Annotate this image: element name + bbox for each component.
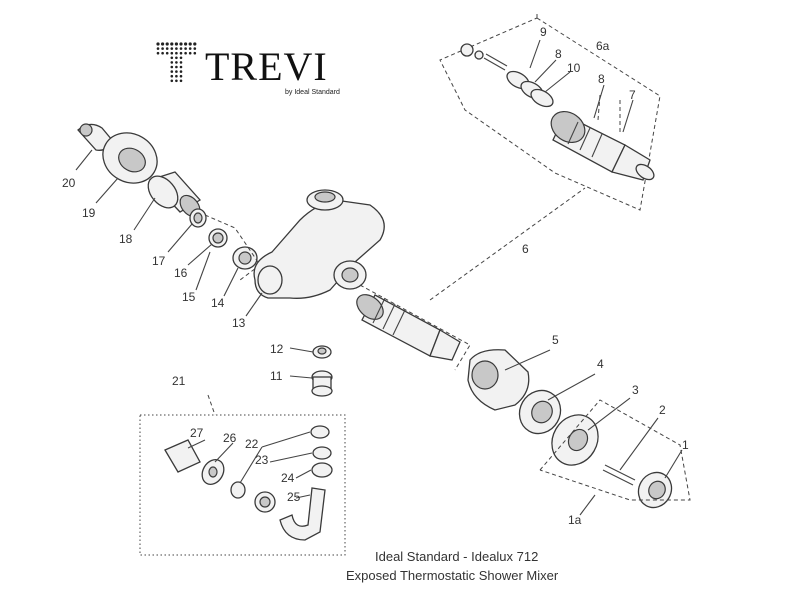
- label-9: 9: [540, 25, 547, 39]
- brand-tagline: by Ideal Standard: [285, 89, 340, 96]
- label-18: 18: [119, 232, 133, 246]
- label-19: 19: [82, 206, 96, 220]
- label-20: 20: [62, 176, 76, 190]
- label-1: 1: [682, 438, 689, 452]
- thermostatic-cartridge: [356, 187, 586, 371]
- label-1a: 1a: [568, 513, 582, 527]
- trevi-logo-mark: [156, 42, 197, 83]
- brand-name: TREVI: [205, 44, 328, 89]
- label-27: 27: [190, 426, 204, 440]
- diagram-caption: Ideal Standard - Idealux 712 Exposed The…: [346, 549, 559, 583]
- label-6: 6: [522, 242, 529, 256]
- label-12: 12: [270, 342, 284, 356]
- left-outlet-parts: [77, 123, 261, 281]
- label-10: 10: [567, 61, 581, 75]
- small-fittings: [311, 345, 333, 397]
- label-24: 24: [281, 471, 295, 485]
- caption-line-2: Exposed Thermostatic Shower Mixer: [346, 568, 559, 583]
- label-5: 5: [552, 333, 559, 347]
- handle-parts: [467, 349, 691, 509]
- label-16: 16: [174, 266, 188, 280]
- label-13: 13: [232, 316, 246, 330]
- label-8-top: 8: [555, 47, 562, 61]
- label-23: 23: [255, 453, 269, 467]
- label-6a: 6a: [596, 39, 610, 53]
- label-25: 25: [287, 490, 301, 504]
- label-22-left: 22: [245, 437, 259, 451]
- trevi-logo: TREVI by Ideal Standard: [156, 42, 340, 96]
- part-labels: 20 19 18 17 16 15 14 13 12 11 6 5 4 3 2 …: [62, 25, 689, 527]
- leader-lines: [75, 14, 683, 516]
- label-11: 11: [270, 369, 283, 383]
- label-21: 21: [172, 374, 186, 388]
- caption-line-1: Ideal Standard - Idealux 712: [375, 549, 538, 564]
- label-4: 4: [597, 357, 604, 371]
- label-17: 17: [152, 254, 166, 268]
- label-3: 3: [632, 383, 639, 397]
- label-14: 14: [211, 296, 225, 310]
- label-2: 2: [659, 403, 666, 417]
- label-8-right: 8: [598, 72, 605, 86]
- inlet-kit-box: [139, 414, 346, 556]
- label-7: 7: [629, 88, 636, 102]
- label-26: 26: [223, 431, 237, 445]
- cartridge-detail-box: [439, 17, 661, 211]
- mixer-body: [253, 189, 385, 299]
- label-15: 15: [182, 290, 196, 304]
